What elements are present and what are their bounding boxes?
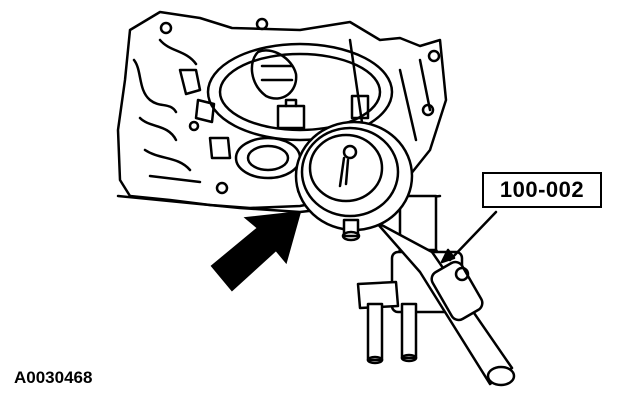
figure-id: A0030468 bbox=[14, 368, 93, 387]
pointer-arrow-icon bbox=[210, 210, 302, 292]
tool-callout-label: 100-002 bbox=[482, 172, 602, 208]
callout-leader-line bbox=[448, 210, 498, 262]
dial-indicator-icon bbox=[294, 120, 516, 387]
